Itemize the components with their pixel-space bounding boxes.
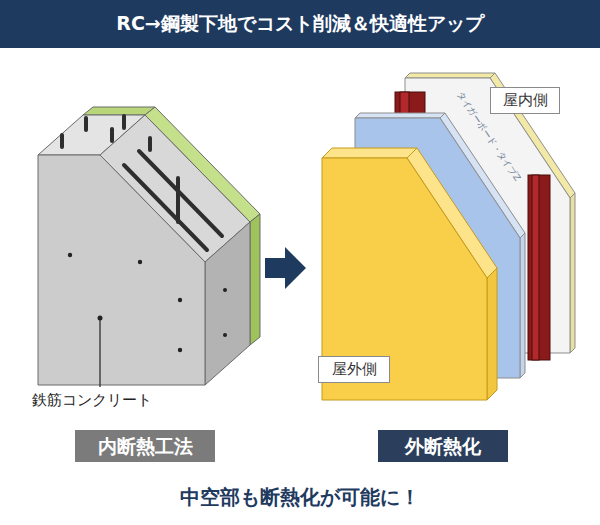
method-box: 内断熱工法 [75,430,215,462]
box-text: 屋内側 [499,91,551,110]
method-box: 外断熱化 [378,430,508,462]
part-label: 鉄筋コンクリート [30,391,154,410]
box-text: 外断熱化 [390,434,496,458]
caption-text: 中空部も断熱化が可能に！ [180,484,420,510]
side-label-box: 屋内側 [490,87,560,114]
title-banner: RC→鋼製下地でコスト削減＆快適性アップ [0,0,600,48]
title-text: RC→鋼製下地でコスト削減＆快適性アップ [116,11,484,37]
box-text: 内断熱工法 [87,434,203,458]
side-label-box: 屋外側 [318,356,390,383]
box-text: 屋外側 [327,360,381,379]
